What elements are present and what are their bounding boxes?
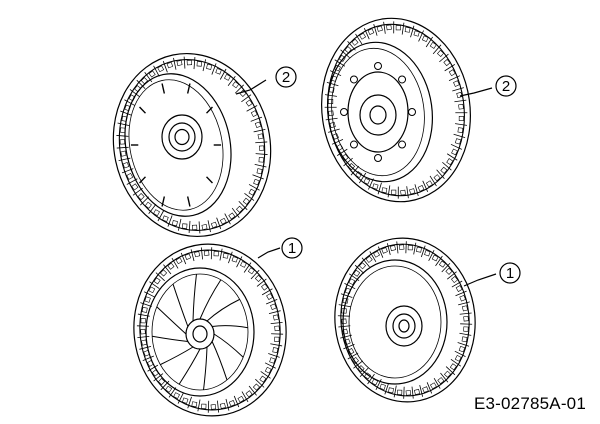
callout-1-bottom-right: 1 — [463, 262, 521, 287]
callout-label: 1 — [288, 240, 296, 257]
tread-pattern — [116, 56, 268, 234]
tread-pattern — [136, 247, 284, 413]
callout-label: 2 — [502, 78, 510, 95]
callout-2-top-left: 2 — [235, 66, 297, 95]
wheel-top-left — [112, 52, 272, 238]
callout-label: 1 — [506, 265, 514, 282]
callout-2-top-right: 2 — [459, 75, 517, 97]
document-code: E3-02785A-01 — [473, 394, 586, 413]
tread-pattern — [324, 21, 468, 199]
callout-1-bottom-left: 1 — [257, 237, 303, 259]
callout-label: 2 — [282, 69, 290, 86]
wheel-bottom-left — [133, 243, 287, 417]
wheel-bottom-right — [334, 237, 476, 403]
wheel-top-right — [321, 17, 471, 203]
